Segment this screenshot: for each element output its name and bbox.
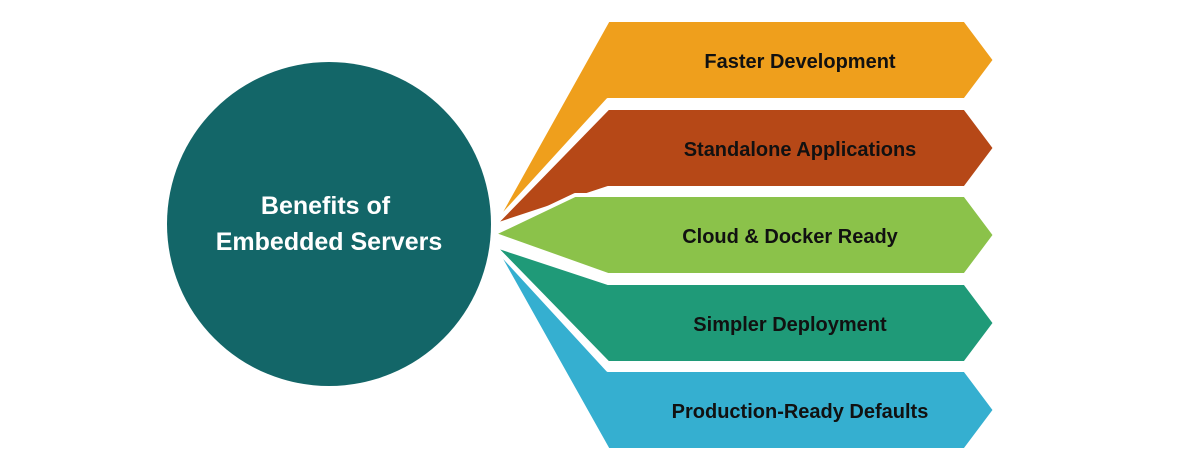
hub-circle <box>167 62 491 386</box>
benefit-arrow-1 <box>491 18 997 228</box>
benefit-label-3: Cloud & Docker Ready <box>682 226 898 248</box>
benefit-label-4: Simpler Deployment <box>693 314 887 336</box>
benefit-arrows <box>491 18 997 452</box>
benefit-arrow-4 <box>491 243 997 365</box>
benefit-label-1: Faster Development <box>704 51 896 73</box>
hub-title-line-2: Embedded Servers <box>216 228 443 256</box>
benefit-label-5: Production-Ready Defaults <box>672 401 929 423</box>
benefit-arrow-2 <box>491 106 997 228</box>
hub-title: Benefits of Embedded Servers <box>216 192 443 256</box>
hub-title-line-1: Benefits of <box>261 192 391 220</box>
benefit-arrow-3 <box>491 193 997 277</box>
benefit-arrow-5 <box>491 243 997 452</box>
benefit-label-2: Standalone Applications <box>684 139 917 161</box>
